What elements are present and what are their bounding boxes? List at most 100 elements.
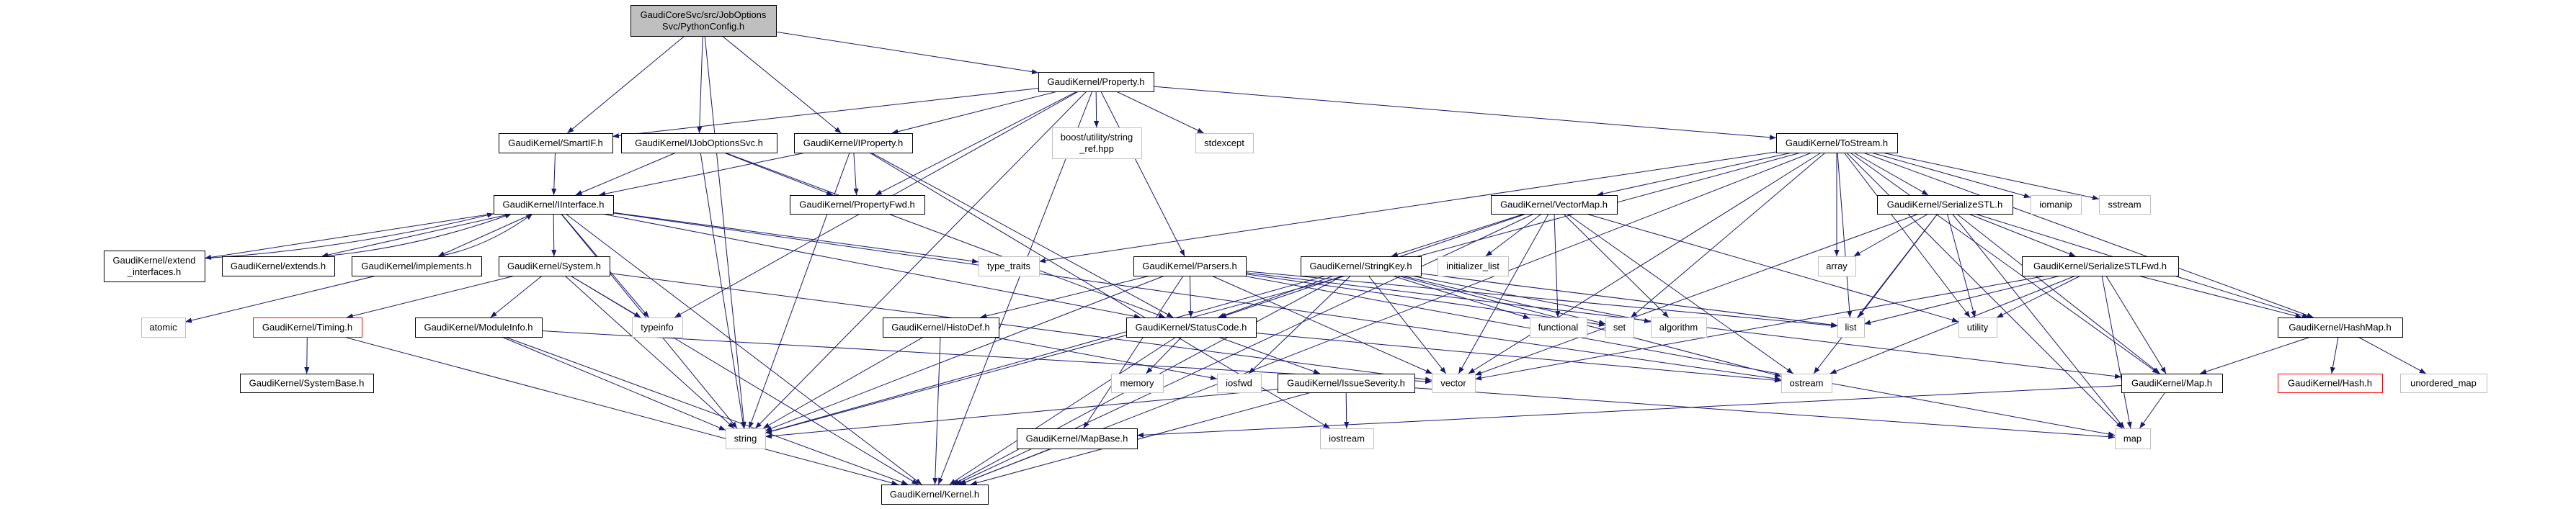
node-property[interactable]: GaudiKernel/Property.h — [1038, 72, 1154, 92]
node-box — [1052, 127, 1142, 159]
node-label: GaudiKernel/StatusCode.h — [1136, 322, 1247, 333]
edge-stringkey-to-functional — [1391, 275, 1530, 320]
edge-timing-to-systembase — [304, 336, 310, 374]
edge-serializestl-to-utility — [1946, 213, 1976, 318]
node-set: set — [1605, 317, 1634, 338]
edge-smartif-to-iinterface — [551, 152, 557, 196]
node-ijoboptionssvc[interactable]: GaudiKernel/IJobOptionsSvc.h — [621, 133, 777, 153]
node-label: GaudiKernel/Property.h — [1048, 76, 1145, 87]
edge-serializestlfwd-to-map — [2101, 275, 2132, 429]
node-label: GaudiKernel/extends.h — [231, 261, 326, 271]
edge-implements-to-atomic — [184, 275, 377, 323]
node-hash[interactable]: GaudiKernel/Hash.h — [2278, 374, 2383, 393]
node-box — [222, 256, 335, 276]
node-map: map — [2115, 428, 2151, 449]
edge-root-to-ijoboptionssvc — [697, 35, 703, 134]
node-systembase[interactable]: GaudiKernel/SystemBase.h — [240, 374, 374, 393]
edge-ijoboptionssvc-to-propertyfwd — [723, 152, 834, 196]
node-label: initializer_list — [1446, 261, 1499, 271]
edge-hashmap-to-map_h — [2200, 336, 2311, 374]
node-label: GaudiKernel/PropertyFwd.h — [799, 199, 914, 210]
node-box — [1818, 256, 1856, 276]
edge-serializestlfwd-to-map_h — [2105, 275, 2167, 374]
node-box — [2115, 428, 2151, 449]
node-parsers[interactable]: GaudiKernel/Parsers.h — [1133, 256, 1247, 276]
node-box — [1017, 428, 1138, 449]
node-box — [2031, 195, 2082, 215]
node-kernel[interactable]: GaudiKernel/Kernel.h — [881, 485, 989, 505]
node-box — [1038, 72, 1154, 92]
node-label: GaudiKernel/ModuleInfo.h — [424, 322, 532, 333]
node-box — [240, 374, 374, 393]
node-memory: memory — [1111, 374, 1164, 393]
node-box — [1605, 317, 1634, 338]
edge-system-to-timing — [346, 275, 515, 319]
edge-parsers-to-histodef — [980, 275, 1151, 319]
node-hashmap[interactable]: GaudiKernel/HashMap.h — [2278, 317, 2403, 338]
node-vectormap[interactable]: GaudiKernel/VectorMap.h — [1491, 195, 1618, 215]
node-system[interactable]: GaudiKernel/System.h — [499, 256, 610, 276]
node-serializestlfwd[interactable]: GaudiKernel/SerializeSTLFwd.h — [2022, 256, 2179, 276]
node-label: _ref.hpp — [1079, 143, 1114, 154]
node-timing[interactable]: GaudiKernel/Timing.h — [253, 317, 362, 338]
node-box — [1530, 317, 1587, 338]
node-utility: utility — [1958, 317, 1997, 338]
node-box — [494, 195, 614, 215]
edge-serializestlfwd-to-ostream — [1830, 275, 2076, 374]
node-histodef[interactable]: GaudiKernel/HistoDef.h — [883, 317, 999, 338]
nodes-layer: GaudiCoreSvc/src/JobOptionsSvc/PythonCon… — [104, 5, 2487, 505]
node-label: GaudiKernel/IJobOptionsSvc.h — [635, 138, 763, 148]
edges-layer — [184, 31, 2427, 486]
node-issueseverity[interactable]: GaudiKernel/IssueSeverity.h — [1278, 374, 1415, 393]
node-box — [1195, 133, 1254, 153]
node-iproperty[interactable]: GaudiKernel/IProperty.h — [794, 133, 913, 153]
edge-property-to-parsers — [1100, 91, 1185, 257]
edge-iproperty-to-string — [749, 152, 850, 429]
node-box — [1877, 195, 2013, 215]
node-box — [499, 256, 610, 276]
node-map-h[interactable]: GaudiKernel/Map.h — [2121, 374, 2223, 393]
node-box — [1111, 374, 1164, 393]
node-stringkey[interactable]: GaudiKernel/StringKey.h — [1301, 256, 1422, 276]
node-moduleinfo[interactable]: GaudiKernel/ModuleInfo.h — [415, 317, 543, 338]
node-extends[interactable]: GaudiKernel/extends.h — [222, 256, 335, 276]
node-box — [979, 256, 1040, 276]
edge-parsers-to-map — [1242, 275, 2116, 437]
node-box — [881, 485, 989, 505]
edge-iproperty-to-iostream — [869, 152, 1330, 429]
node-tostream[interactable]: GaudiKernel/ToStream.h — [1776, 133, 1898, 153]
edge-histodef-to-kernel — [932, 336, 941, 485]
node-implements[interactable]: GaudiKernel/implements.h — [352, 256, 482, 276]
node-propertyfwd[interactable]: GaudiKernel/PropertyFwd.h — [790, 195, 925, 215]
edge-parsers-to-mapbase — [1083, 275, 1184, 429]
edge-property-to-propertyfwd — [875, 91, 1077, 196]
node-root[interactable]: GaudiCoreSvc/src/JobOptionsSvc/PythonCon… — [630, 5, 777, 37]
edge-serializestl-to-array — [1853, 213, 1929, 257]
node-stdexcept: stdexcept — [1195, 133, 1254, 153]
node-serializestl[interactable]: GaudiKernel/SerializeSTL.h — [1877, 195, 2013, 215]
node-mapbase[interactable]: GaudiKernel/MapBase.h — [1017, 428, 1138, 449]
node-box — [2278, 317, 2403, 338]
edge-serializestl-to-map_h — [1956, 213, 2160, 374]
node-label: ostream — [1790, 378, 1824, 389]
node-iinterface[interactable]: GaudiKernel/IInterface.h — [494, 195, 614, 215]
edge-iinterface-to-kernel — [565, 213, 922, 485]
edge-vectormap-to-stringkey — [1391, 213, 1525, 257]
node-functional: functional — [1530, 317, 1587, 338]
edge-hashmap-to-hash — [2330, 336, 2339, 374]
node-smartif[interactable]: GaudiKernel/SmartIF.h — [499, 133, 613, 153]
node-label: GaudiKernel/extend — [113, 255, 196, 266]
node-box — [1301, 256, 1422, 276]
node-statuscode[interactable]: GaudiKernel/StatusCode.h — [1126, 317, 1257, 338]
node-label: Svc/PythonConfig.h — [662, 21, 744, 32]
edge-timing-to-kernel — [344, 336, 899, 486]
node-unordered-map: unordered_map — [2400, 374, 2487, 393]
node-label: GaudiKernel/SerializeSTLFwd.h — [2033, 261, 2167, 271]
node-extend-interfaces[interactable]: GaudiKernel/extend_interfaces.h — [104, 251, 205, 282]
edge-tostream-to-serializestl — [1853, 152, 1929, 196]
node-label: GaudiKernel/SystemBase.h — [249, 378, 365, 389]
node-label: memory — [1120, 378, 1154, 389]
node-ostream: ostream — [1781, 374, 1832, 393]
edge-tostream-to-map_h — [1850, 152, 2160, 374]
edge-iinterface-to-type_traits — [612, 212, 979, 264]
